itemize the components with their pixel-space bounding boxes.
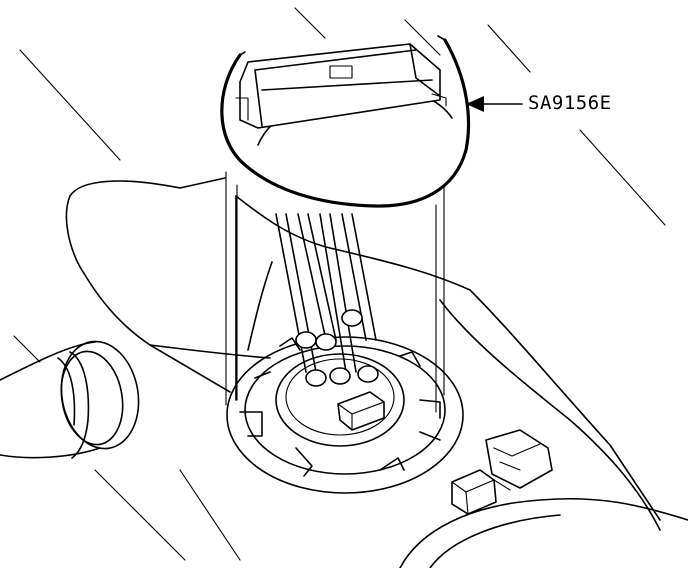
- wiring-harness-connector: [451, 429, 553, 515]
- fuel-tank-body: [65, 177, 688, 568]
- part-callout-label: SA9156E: [528, 92, 612, 114]
- callout-arrow: [466, 96, 523, 112]
- filler-neck-pipe: [0, 340, 140, 459]
- alignment-guide-lines: [225, 171, 445, 413]
- lock-ring-cover: [220, 35, 471, 208]
- tube-ends: [295, 309, 379, 387]
- sender-mount-flange: [226, 309, 464, 494]
- background-lines: [13, 7, 666, 561]
